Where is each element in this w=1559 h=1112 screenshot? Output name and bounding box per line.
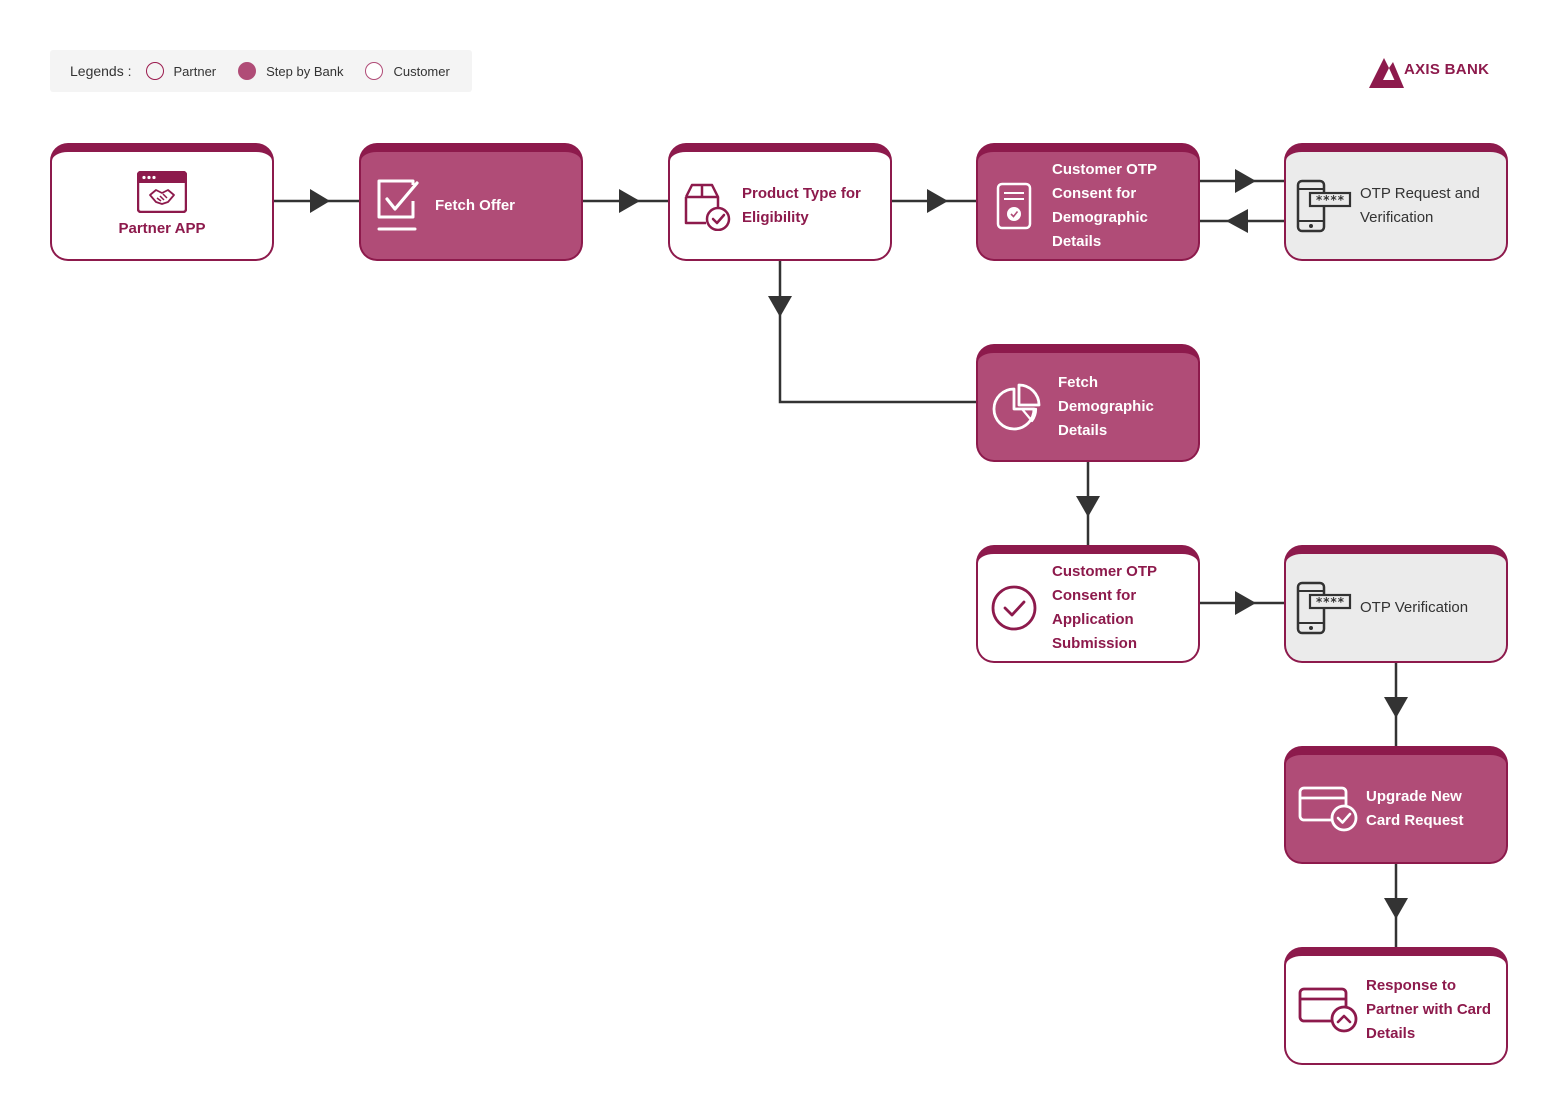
legend-bank-label: Step by Bank [266, 63, 344, 79]
phone-password-icon: **** [1296, 179, 1352, 232]
arrowhead [768, 296, 792, 317]
card-up-icon [1298, 987, 1358, 1032]
arrowhead [1384, 898, 1408, 919]
legend-partner-swatch [145, 62, 164, 80]
svg-text:****: **** [1316, 595, 1345, 609]
arrowhead [1384, 697, 1408, 718]
node-label-line: Demographic Details [1052, 208, 1148, 250]
axis-bank-logo: AXIS BANK [1368, 56, 1498, 90]
node-response-partner: Response to Partner with Card Details [1284, 947, 1508, 1065]
box-check-icon [684, 183, 731, 231]
node-label-line: Verification [1360, 208, 1434, 226]
node-label-line: Eligibility [742, 208, 809, 226]
node-otp-request: **** OTP Request and Verification [1284, 143, 1508, 261]
node-label-line: Details [1366, 1024, 1416, 1042]
node-upgrade-card: Upgrade New Card Request [1284, 746, 1508, 864]
legend-customer-label: Customer [393, 63, 450, 79]
node-label-line: OTP Request and [1360, 184, 1480, 202]
node-label-line: Product Type for [742, 184, 861, 202]
check-circle-icon [991, 585, 1037, 630]
node-label-line: Submission [1052, 634, 1138, 652]
node-label: Response to Partner with Card Details [1366, 974, 1491, 1046]
checkbox-icon [377, 179, 419, 230]
legend-customer-swatch [365, 62, 384, 80]
node-fetch-offer: Fetch Offer [359, 143, 583, 261]
arrowhead [619, 189, 640, 213]
node-otp-verification: **** OTP Verification [1284, 545, 1508, 663]
arrowhead [1235, 169, 1256, 193]
card-check-icon [1298, 786, 1358, 831]
node-label-line: Fetch Demographic [1058, 373, 1154, 415]
pie-chart-icon [992, 383, 1041, 430]
node-label-line: Card Request [1366, 811, 1464, 829]
legend: Legends : Partner Step by Bank Customer [50, 50, 472, 92]
node-label: Customer OTP Consent for Demographic Det… [1052, 158, 1198, 254]
node-label-line: Customer OTP [1052, 562, 1158, 580]
node-label-line: Consent for [1052, 586, 1137, 604]
arrowhead [1076, 496, 1100, 517]
legend-title: Legends : [70, 63, 132, 79]
node-label: Product Type for Eligibility [742, 182, 861, 230]
edge-product-to-fetch-demo [778, 260, 976, 404]
node-label-line: Response to [1366, 976, 1457, 994]
node-label: OTP Request and Verification [1360, 182, 1480, 230]
legend-bank-swatch [238, 62, 257, 80]
node-label: OTP Verification [1360, 598, 1469, 616]
node-label: Customer OTP Consent for Application Sub… [1052, 560, 1157, 656]
node-label: Upgrade New Card Request [1366, 785, 1464, 833]
handshake-browser-icon [137, 170, 187, 213]
logo-text: AXIS BANK [1404, 61, 1490, 78]
arrowhead [1226, 209, 1248, 233]
arrowhead [310, 189, 330, 213]
node-label-line: Details [1058, 421, 1108, 439]
node-label: Fetch Demographic Details [1058, 371, 1198, 443]
node-label-line: Application [1052, 610, 1134, 628]
arrowhead [1235, 591, 1256, 615]
node-label-line: Upgrade New [1366, 787, 1462, 805]
node-product-type: Product Type for Eligibility [668, 143, 892, 261]
node-label: Fetch Offer [435, 196, 516, 214]
legend-partner-label: Partner [173, 63, 217, 79]
node-label: Partner APP [118, 219, 206, 237]
arrowhead [927, 189, 948, 213]
node-fetch-demographic: Fetch Demographic Details [976, 344, 1200, 462]
node-otp-consent-demographic: Customer OTP Consent for Demographic Det… [976, 143, 1200, 261]
node-otp-consent-application: Customer OTP Consent for Application Sub… [976, 545, 1200, 663]
svg-text:****: **** [1316, 193, 1345, 207]
document-icon [996, 182, 1032, 229]
axis-logo-icon [1369, 58, 1404, 88]
phone-password-icon: **** [1296, 581, 1352, 634]
node-label-line: Customer OTP [1052, 160, 1158, 178]
node-label-line: Consent for [1052, 184, 1137, 202]
node-label-line: Partner with Card [1366, 1000, 1492, 1018]
node-partner-app: Partner APP [50, 143, 274, 261]
